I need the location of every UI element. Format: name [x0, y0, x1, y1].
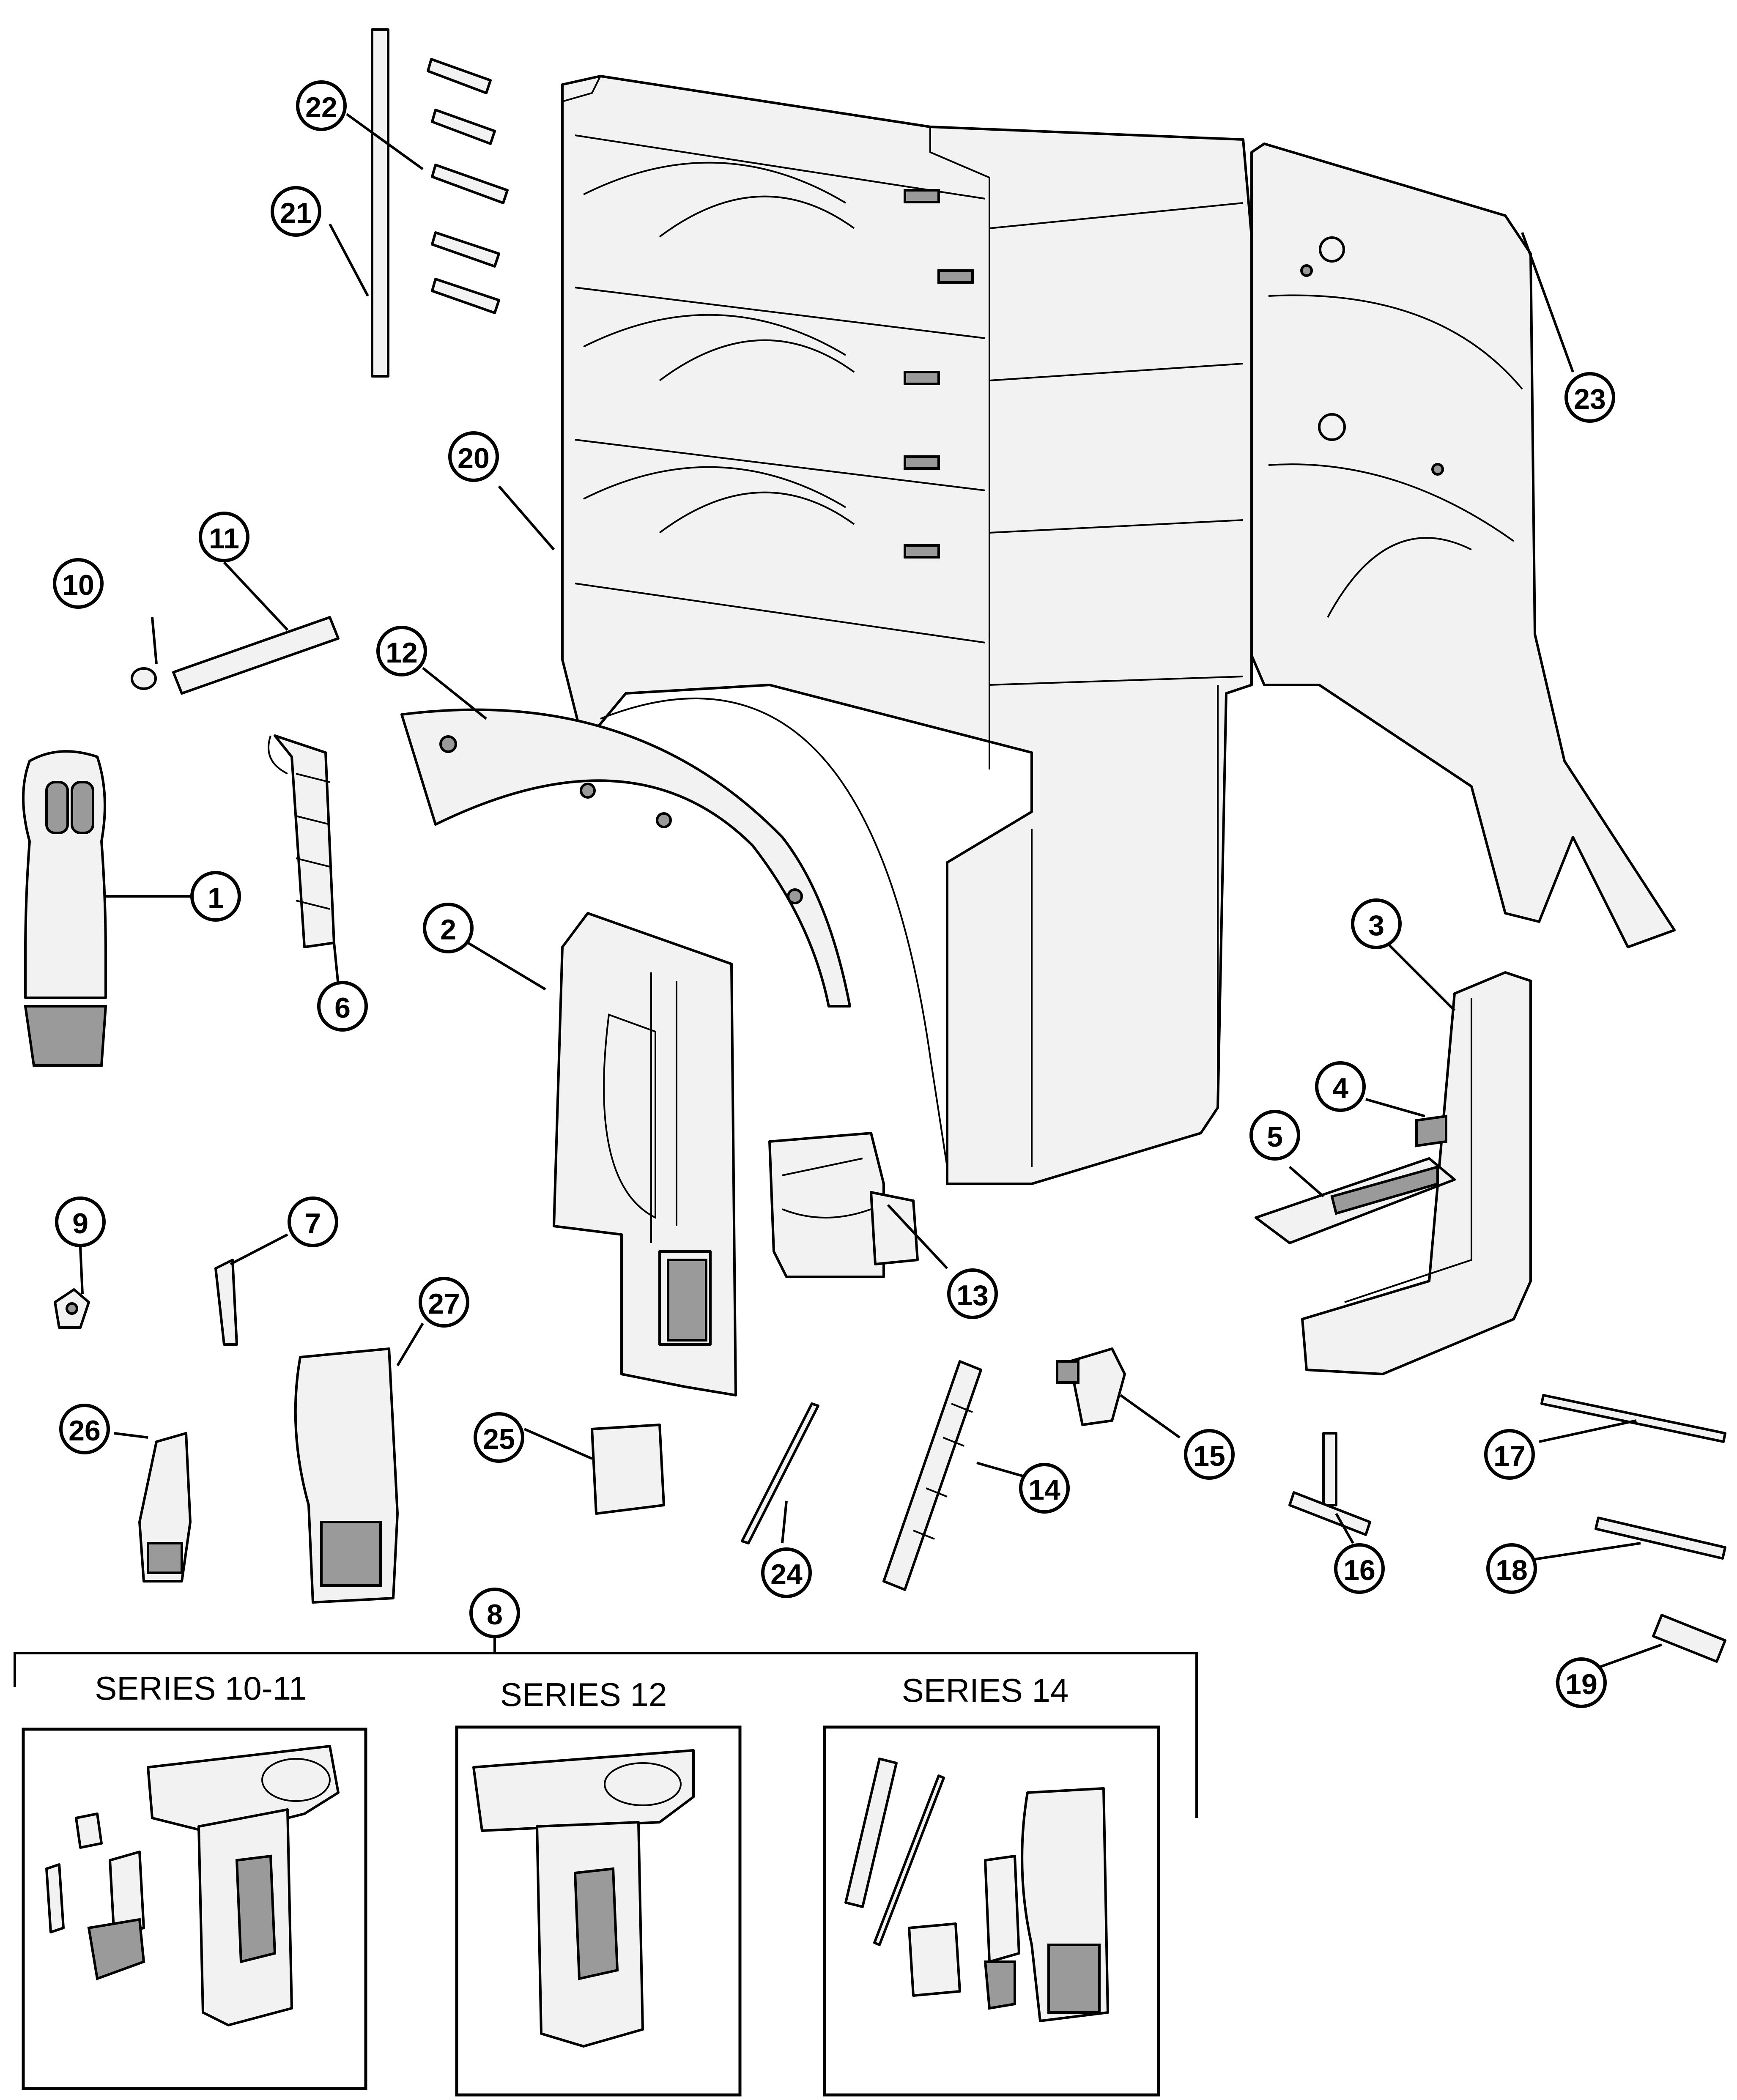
svg-text:23: 23 [1574, 383, 1606, 415]
control-board-25-part [591, 1424, 665, 1515]
control-knob-part [22, 750, 107, 1067]
svg-text:9: 9 [72, 1207, 88, 1240]
dispenser-chute-27-part [294, 1347, 399, 1604]
svg-text:15: 15 [1193, 1440, 1225, 1472]
mullion-strip-part [371, 28, 389, 378]
callout-20: 20 [448, 431, 499, 482]
svg-text:18: 18 [1496, 1554, 1528, 1586]
callout-19: 19 [1556, 1657, 1607, 1708]
svg-text:19: 19 [1565, 1668, 1597, 1700]
callout-13: 13 [947, 1268, 998, 1319]
series-10-11-panel: SERIES 10-11 [22, 1670, 367, 2090]
callout-14: 14 [1019, 1463, 1070, 1514]
series-12-title: SERIES 12 [500, 1676, 667, 1713]
callout-27: 27 [419, 1277, 469, 1328]
tube-18-part [1595, 1517, 1726, 1560]
cap-part [131, 667, 157, 690]
tee-fitting-part [1288, 1432, 1371, 1536]
fan-housing-part [553, 912, 737, 1396]
svg-text:27: 27 [428, 1288, 460, 1320]
grommet-part [54, 1288, 90, 1329]
svg-text:11: 11 [209, 523, 239, 555]
fan-motor-part [768, 1132, 919, 1278]
series-14-title: SERIES 14 [902, 1672, 1069, 1709]
callout-5: 5 [1249, 1110, 1300, 1161]
svg-text:8: 8 [487, 1599, 503, 1631]
callout-22: 22 [296, 80, 347, 131]
callout-12: 12 [376, 626, 427, 676]
svg-text:16: 16 [1343, 1554, 1375, 1586]
callout-15: 15 [1184, 1429, 1235, 1480]
shelf-clips-part [427, 58, 509, 314]
callout-6: 6 [317, 981, 368, 1032]
callout-17: 17 [1484, 1429, 1535, 1480]
rear-panel-part [1250, 142, 1676, 948]
svg-text:26: 26 [68, 1415, 101, 1447]
callout-26: 26 [59, 1404, 110, 1454]
svg-text:2: 2 [440, 914, 456, 946]
lower-duct-part [1301, 971, 1532, 1375]
svg-text:10: 10 [62, 569, 94, 601]
tube-11-part [172, 616, 340, 695]
svg-text:14: 14 [1028, 1474, 1060, 1506]
control-board-part [1255, 1157, 1456, 1244]
tube-19-part [1652, 1614, 1726, 1663]
svg-text:17: 17 [1493, 1440, 1526, 1472]
callout-18: 18 [1486, 1543, 1537, 1594]
sensor-part [1415, 1114, 1447, 1147]
callout-4: 4 [1315, 1061, 1366, 1112]
bracket-26-part [138, 1432, 192, 1583]
callout-10: 10 [53, 558, 104, 609]
cabinet-liner-part [561, 75, 1253, 1185]
callout-2: 2 [423, 903, 474, 953]
callout-7: 7 [288, 1196, 338, 1247]
svg-text:22: 22 [305, 91, 337, 123]
callout-24: 24 [761, 1547, 812, 1598]
callout-23: 23 [1564, 372, 1615, 423]
svg-text:3: 3 [1368, 909, 1384, 942]
rod-24-part [741, 1402, 819, 1544]
callout-1: 1 [190, 871, 241, 922]
svg-text:12: 12 [386, 637, 418, 669]
callout-9: 9 [55, 1196, 106, 1247]
svg-text:5: 5 [1267, 1121, 1283, 1153]
series-14-panel: SERIES 14 [823, 1672, 1160, 2097]
series-10-11-title: SERIES 10-11 [95, 1670, 307, 1707]
tube-17-part [1540, 1394, 1726, 1443]
water-valve-part [1056, 1347, 1126, 1426]
arch-duct-part [400, 708, 851, 1008]
series-12-panel: SERIES 12 [455, 1676, 742, 2097]
svg-text:25: 25 [483, 1423, 515, 1455]
callout-21: 21 [271, 186, 321, 237]
svg-text:20: 20 [458, 442, 490, 474]
callout-8: 8 [469, 1588, 520, 1638]
callout-3: 3 [1351, 898, 1402, 949]
svg-text:4: 4 [1332, 1072, 1348, 1104]
callout-25: 25 [474, 1412, 524, 1463]
svg-text:6: 6 [334, 992, 351, 1024]
svg-text:21: 21 [280, 197, 312, 229]
callout-16: 16 [1334, 1543, 1385, 1594]
svg-text:7: 7 [305, 1207, 321, 1240]
svg-text:13: 13 [956, 1279, 989, 1311]
auger-part [882, 1360, 982, 1591]
series-group-bracket [14, 1636, 1198, 1818]
thermistor-part [214, 1259, 238, 1346]
callout-11: 11 [199, 512, 249, 562]
svg-text:24: 24 [770, 1558, 803, 1591]
leader-lines [79, 113, 1663, 1684]
svg-text:1: 1 [208, 882, 224, 914]
filter-part [268, 734, 335, 948]
